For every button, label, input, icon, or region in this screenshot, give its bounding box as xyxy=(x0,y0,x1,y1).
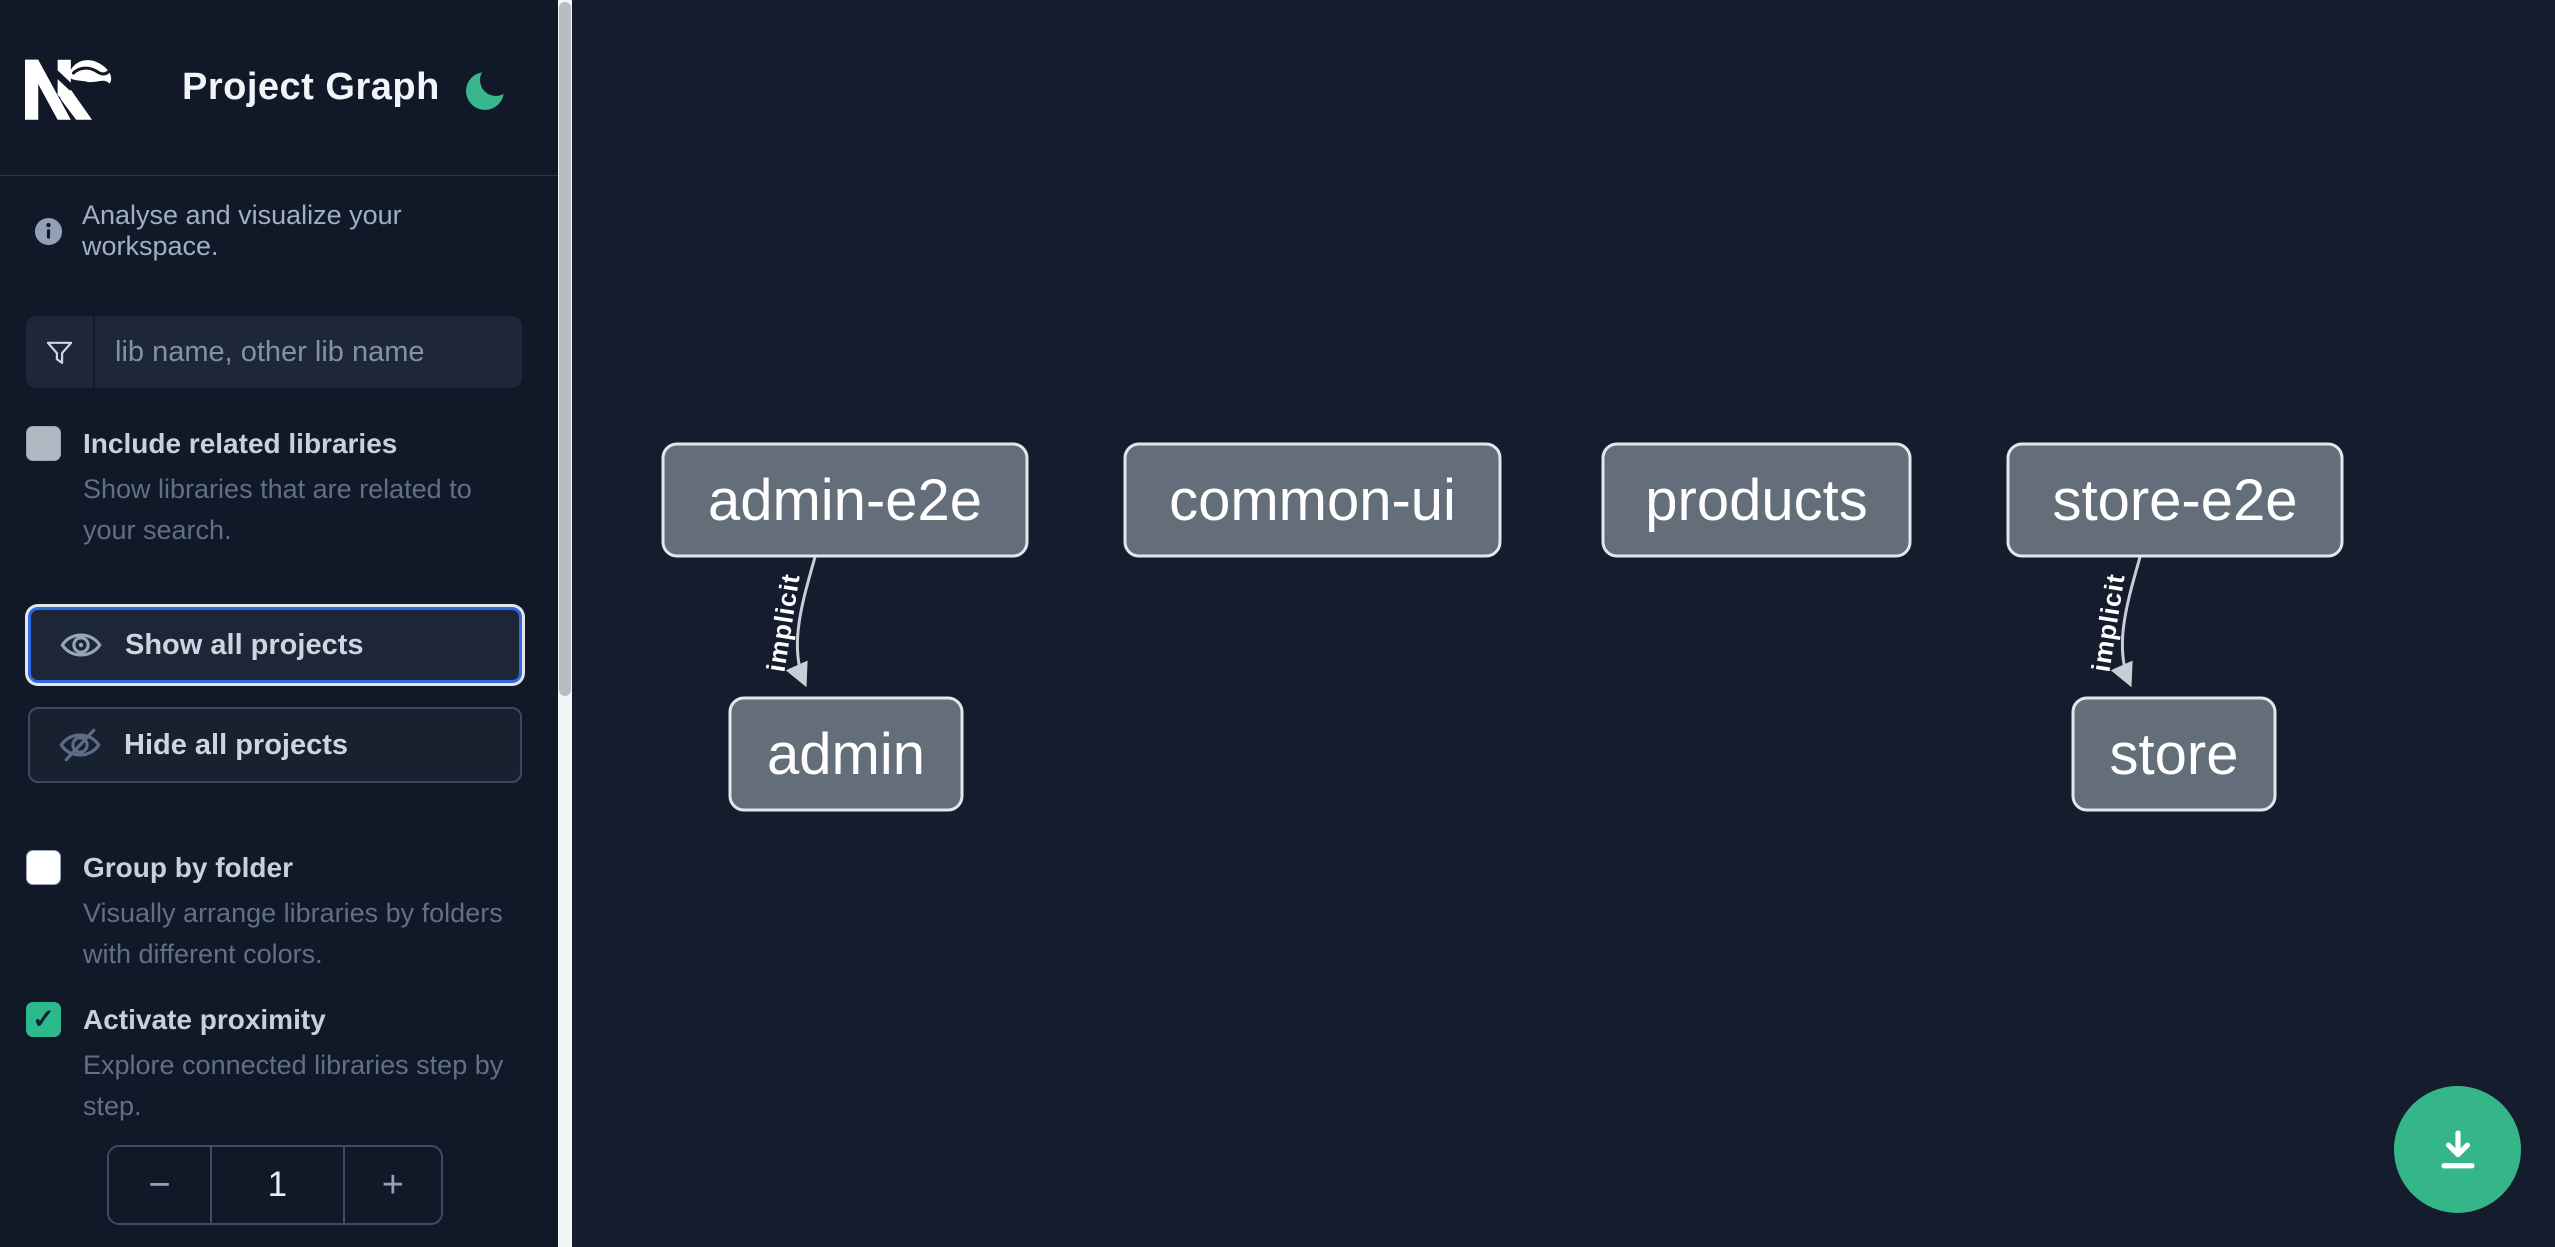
node-rect[interactable] xyxy=(2006,442,2344,558)
proximity-decrement-button[interactable]: − xyxy=(109,1147,212,1223)
proximity-increment-button[interactable]: + xyxy=(345,1147,441,1223)
moon-icon xyxy=(466,63,512,110)
check-icon: ✓ xyxy=(32,1004,55,1034)
node-label[interactable]: store xyxy=(2110,722,2239,787)
filter-box xyxy=(26,316,522,388)
eye-icon xyxy=(59,623,103,667)
edge-path xyxy=(2110,556,2142,688)
button-label: Show all projects xyxy=(125,628,364,661)
sidebar: Project Graph Analyse and visualize your… xyxy=(0,0,558,1247)
graph-node-products[interactable]: products xyxy=(1601,442,1912,558)
button-label: Hide all projects xyxy=(124,728,349,761)
sidebar-scrollbar-thumb[interactable] xyxy=(559,2,571,696)
edge-path xyxy=(785,556,817,688)
show-all-projects-button[interactable]: Show all projects xyxy=(28,607,522,683)
node-label[interactable]: store-e2e xyxy=(2052,468,2297,533)
info-text: Analyse and visualize your workspace. xyxy=(82,200,402,261)
activate-proximity-checkbox[interactable]: ✓ xyxy=(26,1002,61,1037)
graph-node-admin-e2e[interactable]: admin-e2e xyxy=(661,442,1029,558)
filter-icon xyxy=(46,341,73,364)
toggle-title: Group by folder xyxy=(83,852,293,883)
proximity-value[interactable]: 1 xyxy=(212,1147,345,1223)
group-by-folder-checkbox[interactable] xyxy=(26,850,61,885)
toggle-title: Include related libraries xyxy=(83,428,398,459)
eye-slash-icon xyxy=(58,723,102,767)
theme-toggle-button[interactable] xyxy=(464,63,512,112)
node-rect[interactable] xyxy=(661,442,1029,558)
info-icon xyxy=(34,217,63,245)
filter-input[interactable] xyxy=(95,316,522,388)
filter-icon-cell xyxy=(26,316,95,388)
project-graph-svg: implicit implicit admin-e2e common-ui produc… xyxy=(661,442,2344,812)
node-label[interactable]: products xyxy=(1645,468,1867,533)
download-graph-button[interactable] xyxy=(2394,1086,2521,1213)
sidebar-scrollbar-track[interactable] xyxy=(558,0,572,1247)
node-rect[interactable] xyxy=(1601,442,1912,558)
graph-node-common-ui[interactable]: common-ui xyxy=(1123,442,1502,558)
toggle-group-by-folder: Group by folder Visually arrange librari… xyxy=(26,849,531,975)
node-label[interactable]: admin-e2e xyxy=(708,468,982,533)
download-icon xyxy=(2440,1130,2475,1168)
graph-edge-store-e2e-store: implicit xyxy=(2086,556,2142,688)
node-label[interactable]: admin xyxy=(767,722,925,787)
nx-logo-icon xyxy=(25,59,112,120)
node-rect[interactable] xyxy=(2071,696,2277,812)
graph-node-store-e2e[interactable]: store-e2e xyxy=(2006,442,2344,558)
toggle-include-related: Include related libraries Show libraries… xyxy=(26,425,531,551)
toggle-description: Explore connected libraries step by step… xyxy=(83,1050,504,1121)
sidebar-header: Project Graph xyxy=(0,0,558,176)
graph-node-admin[interactable]: admin xyxy=(728,696,964,812)
graph-edge-admin-e2e-admin: implicit xyxy=(761,556,817,688)
toggle-activate-proximity: ✓ Activate proximity Explore connected l… xyxy=(26,1001,531,1127)
workspace-info: Analyse and visualize your workspace. xyxy=(33,200,533,262)
include-related-checkbox[interactable] xyxy=(26,426,61,461)
graph-canvas[interactable]: implicit implicit admin-e2e common-ui produc… xyxy=(572,0,2555,1247)
toggle-title: Activate proximity xyxy=(83,1004,326,1035)
node-rect[interactable] xyxy=(1123,442,1502,558)
node-label[interactable]: common-ui xyxy=(1169,468,1456,533)
toggle-description: Visually arrange libraries by folders wi… xyxy=(83,898,503,969)
node-rect[interactable] xyxy=(728,696,964,812)
hide-all-projects-button[interactable]: Hide all projects xyxy=(28,707,522,783)
page-title: Project Graph xyxy=(182,66,440,108)
toggle-description: Show libraries that are related to your … xyxy=(83,474,472,545)
graph-node-store[interactable]: store xyxy=(2071,696,2277,812)
proximity-stepper: − 1 + xyxy=(107,1145,443,1225)
